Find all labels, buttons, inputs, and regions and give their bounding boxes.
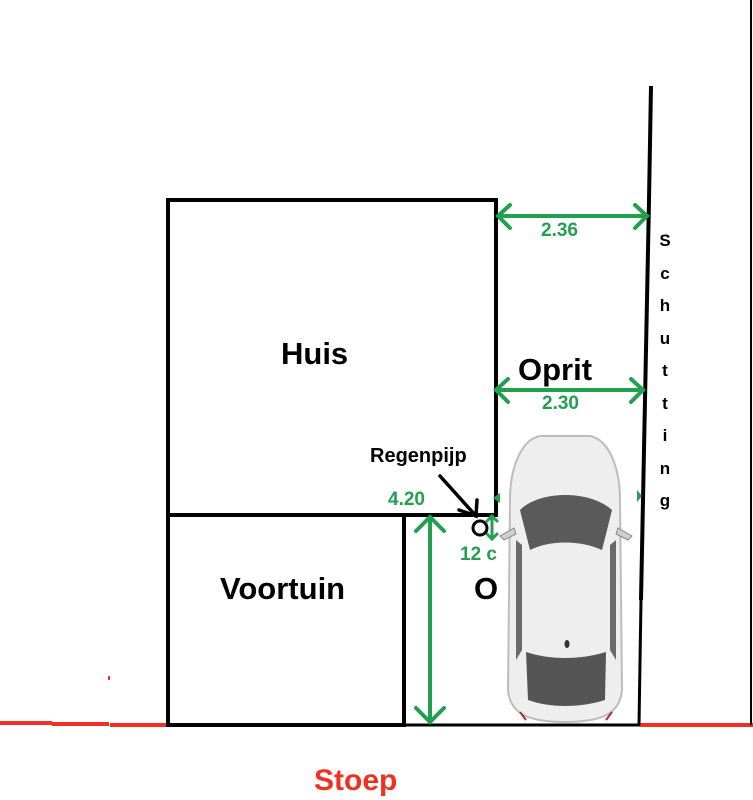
image-border <box>750 0 752 725</box>
fence-letter: S <box>659 231 671 250</box>
fence-line <box>637 85 653 726</box>
sidewalk-line <box>0 676 753 727</box>
dimension-arrow-depth <box>414 514 446 725</box>
front-garden-outline <box>166 513 406 727</box>
downpipe-pointer-arrow <box>438 474 479 519</box>
house-label: Huis <box>281 336 349 371</box>
fence-letter: u <box>659 328 671 348</box>
downpipe-label: Regenpijp <box>370 445 467 467</box>
dimension-arrow-mid <box>493 377 646 404</box>
sidewalk-label: Stoep <box>314 764 398 797</box>
fence-letter: h <box>659 296 671 315</box>
fence-letter: c <box>660 263 670 283</box>
dimension-depth-value: 4.20 <box>388 489 425 510</box>
front-garden-label: Voortuin <box>220 571 346 606</box>
fence-letter: g <box>659 491 671 510</box>
fence-letter: n <box>659 458 671 478</box>
fence-label: S c h u t t i n g <box>658 225 672 518</box>
fence-letter: t <box>662 393 668 413</box>
driveway-cut-label: O <box>474 573 498 604</box>
fence-letter: i <box>662 426 668 445</box>
driveway-label: Oprit <box>518 352 593 387</box>
car-icon <box>499 435 633 724</box>
downpipe-icon <box>471 519 489 537</box>
dimension-top-value: 2.36 <box>541 220 578 241</box>
fence-letter: t <box>662 361 668 380</box>
dimension-arrow-downpipe <box>485 513 499 542</box>
dimension-downpipe-value: 12 c <box>460 545 497 564</box>
dimension-arrow-top <box>495 203 650 230</box>
dimension-mid-value: 2.30 <box>542 393 579 414</box>
